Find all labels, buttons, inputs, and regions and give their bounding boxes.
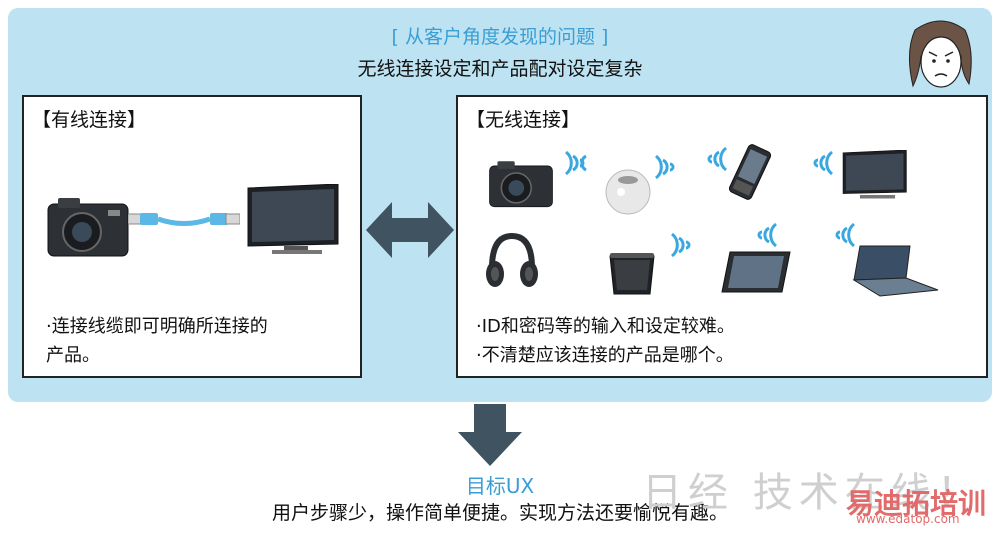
wireless-connection-box: 【无线连接】 ·ID和密码等的输入和设定较难。 ·不清楚应该连接的产品是哪个。	[456, 95, 988, 378]
panel-title: [ 从客户角度发现的问题 ]	[391, 26, 609, 48]
camera-icon	[489, 161, 553, 208]
wifi-signal-icon	[757, 222, 778, 248]
panel-subtitle: 无线连接设定和产品配对设定复杂	[357, 58, 643, 80]
wired-line-2: 产品。	[46, 345, 100, 366]
watermark-text: 日经 技术在线！	[642, 470, 983, 516]
wireless-line-2: ·不清楚应该连接的产品是哪个。	[476, 345, 734, 366]
laptop-icon	[852, 245, 939, 297]
tv-icon	[247, 184, 339, 254]
tv-icon	[842, 150, 907, 199]
wired-description: ·连接线缆即可明确所连接的 产品。	[46, 312, 346, 370]
usb-cable-icon	[128, 213, 240, 226]
goal-text: 用户步骤少，操作简单便捷。实现方法还要愉悦有趣。	[271, 502, 728, 524]
watermark-brand: 易迪拓培训	[846, 487, 987, 520]
wifi-signal-icon	[670, 232, 691, 258]
double-arrow-icon	[366, 202, 454, 258]
wifi-signal-icon	[707, 146, 728, 172]
wired-title: 【有线连接】	[32, 109, 147, 131]
tablet-icon	[721, 251, 791, 293]
wifi-signal-icon	[564, 150, 587, 176]
wifi-signal-icon	[835, 222, 856, 248]
wifi-signal-icon	[813, 150, 834, 176]
smartphone-icon	[728, 144, 772, 200]
wireless-line-1: ·ID和密码等的输入和设定较难。	[476, 316, 735, 337]
camera-icon	[47, 198, 129, 257]
bluetooth-speaker-icon	[609, 253, 655, 295]
wifi-signal-icon	[654, 154, 675, 180]
down-arrow-icon	[458, 404, 522, 466]
goal-label: 目标UX	[465, 474, 535, 498]
wireless-title: 【无线连接】	[466, 109, 581, 131]
watermark-url: www.edatop.com	[856, 512, 960, 526]
wireless-description: ·ID和密码等的输入和设定较难。 ·不清楚应该连接的产品是哪个。	[476, 312, 976, 370]
wired-line-1: ·连接线缆即可明确所连接的	[46, 316, 268, 337]
headphones-icon	[486, 232, 538, 287]
speaker-ball-icon	[605, 169, 651, 215]
